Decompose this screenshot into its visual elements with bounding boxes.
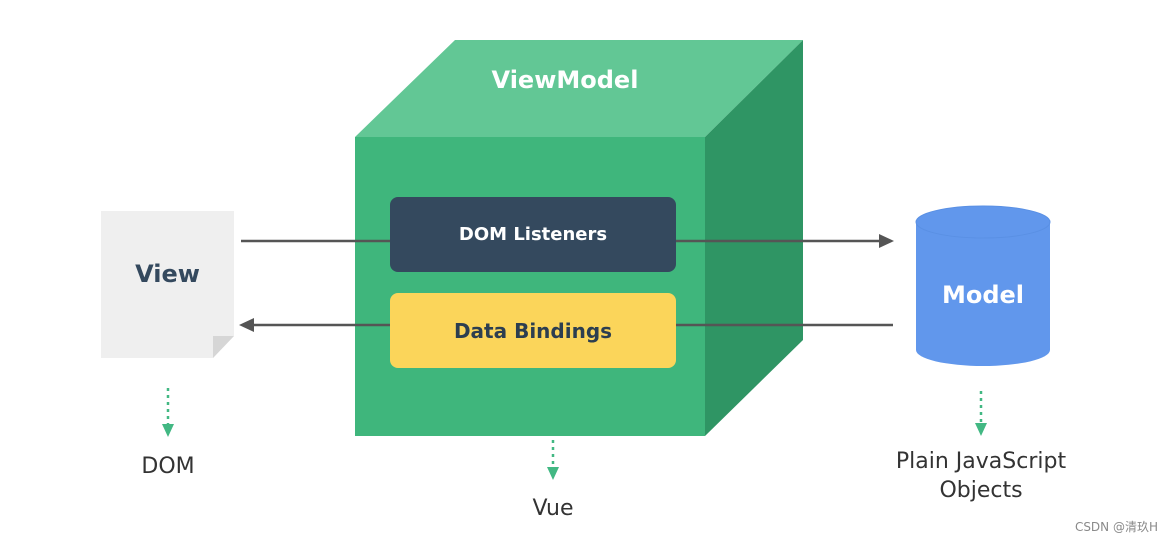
- arrowhead-to-view: [239, 318, 254, 332]
- dom-listeners-label: DOM Listeners: [458, 224, 608, 245]
- dom-listeners-box: DOM Listeners: [390, 197, 676, 272]
- view-document-fold: [213, 336, 234, 358]
- model-cylinder: [915, 205, 1051, 366]
- cube-top-face: [355, 40, 803, 137]
- watermark: CSDN @清玖H: [1074, 520, 1158, 534]
- cube-side-face: [705, 40, 803, 436]
- data-bindings-box: Data Bindings: [390, 293, 676, 368]
- cube-front-face: [355, 137, 705, 436]
- arrowhead-to-model: [879, 234, 894, 248]
- view-title: View: [135, 260, 200, 288]
- model-caption-line1: Plain JavaScript: [895, 449, 1067, 474]
- model-title: Model: [941, 281, 1025, 309]
- view-document-shape: [101, 211, 234, 358]
- dashed-arrowhead-objects: [975, 423, 987, 436]
- data-bindings-label: Data Bindings: [453, 318, 613, 343]
- vue-caption: Vue: [532, 496, 574, 521]
- dom-caption: DOM: [141, 454, 195, 479]
- dashed-arrowhead-vue: [547, 467, 559, 480]
- viewmodel-title: ViewModel: [491, 66, 639, 94]
- dashed-arrowhead-dom: [162, 424, 174, 437]
- model-caption-line2: Objects: [939, 478, 1023, 503]
